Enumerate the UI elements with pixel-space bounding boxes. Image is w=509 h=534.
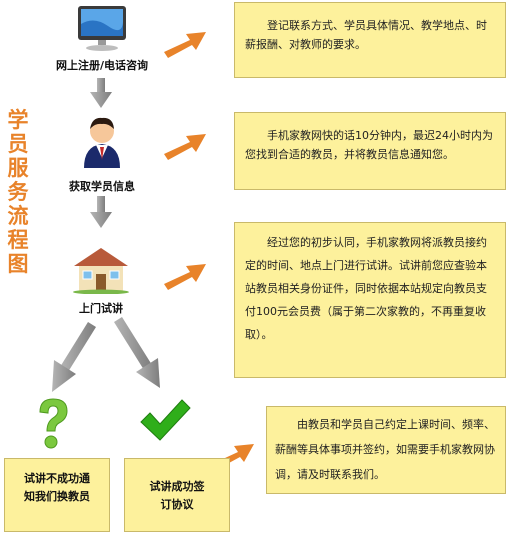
down-arrow [90,196,112,228]
description-box-success: 由教员和学员自己约定上课时间、频率、薪酬等具体事项并签约，如需要手机家教网协调，… [266,406,506,494]
side-title-char: 员 [7,132,29,156]
computer-icon [78,6,126,51]
side-title-char: 程 [7,228,29,252]
side-title-char: 学 [7,108,29,132]
outcome-label-fail: 试讲不成功通知我们换教员 [24,472,90,503]
checkmark-icon [140,399,191,441]
step-label-register: 网上注册/电话咨询 [55,59,149,72]
house-icon [73,248,129,294]
outcome-box-fail: 试讲不成功通知我们换教员 [4,458,110,532]
down-left-arrow [52,322,96,392]
description-box-register: 登记联系方式、学员具体情况、教学地点、时薪报酬、对教师的要求。 [234,2,506,78]
orange-pointer-arrow [164,32,206,58]
description-text: 登记联系方式、学员具体情况、教学地点、时薪报酬、对教师的要求。 [245,19,487,51]
down-arrow [90,78,112,108]
orange-pointer-arrow [164,134,206,160]
down-right-arrow [114,317,160,388]
step-label-trial: 上门试讲 [79,302,123,315]
side-title-char: 图 [7,252,29,276]
orange-pointer-arrow [164,264,206,290]
side-title: 学 员 服 务 流 程 图 [6,108,30,276]
question-mark-icon [39,398,68,449]
side-title-char: 流 [7,204,29,228]
side-title-char: 服 [7,156,29,180]
description-box-trial: 经过您的初步认同，手机家教网将派教员接约定的时间、地点上门进行试讲。试讲前您应查… [234,222,506,378]
description-text: 手机家教网快的话10分钟内，最迟24小时内为您找到合适的教员，并将教员信息通知您… [245,129,493,161]
description-text: 由教员和学员自己约定上课时间、频率、薪酬等具体事项并签约，如需要手机家教网协调，… [275,418,495,481]
outcome-label-success: 试讲成功签订协议 [149,480,205,511]
description-text: 经过您的初步认同，手机家教网将派教员接约定的时间、地点上门进行试讲。试讲前您应查… [245,236,487,341]
step-label-get-info: 获取学员信息 [69,180,135,193]
description-box-get-info: 手机家教网快的话10分钟内，最迟24小时内为您找到合适的教员，并将教员信息通知您… [234,112,506,190]
person-icon [84,117,120,168]
side-title-char: 务 [7,180,29,204]
outcome-box-success: 试讲成功签订协议 [124,458,230,532]
